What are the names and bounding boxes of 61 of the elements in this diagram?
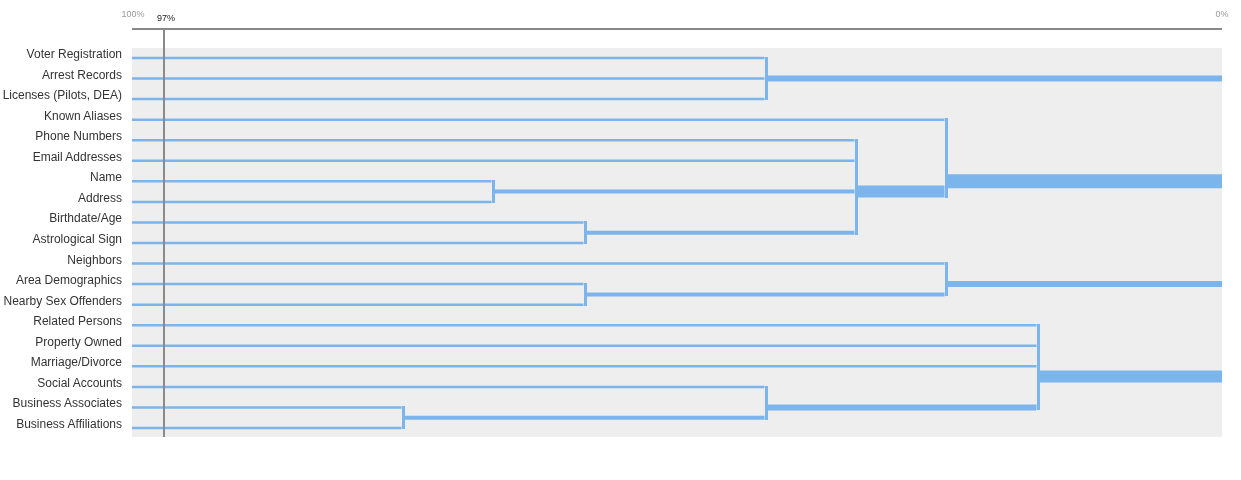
tree-branch xyxy=(947,174,1222,189)
tree-branch xyxy=(132,344,1037,348)
leaf-label: Licenses (Pilots, DEA) xyxy=(2,88,132,103)
tree-branch xyxy=(767,75,1222,82)
tree-branch xyxy=(586,292,945,297)
tree-branch xyxy=(767,404,1037,411)
leaf-label: Name xyxy=(90,170,132,185)
tree-branch xyxy=(132,97,765,101)
leaf-label: Nearby Sex Offenders xyxy=(3,293,132,308)
axis-label: 0% xyxy=(1215,9,1229,20)
tree-branch xyxy=(132,303,584,306)
junction-bar xyxy=(491,180,495,204)
leaf-label: Email Addresses xyxy=(32,149,132,164)
tree-branch xyxy=(1039,370,1222,383)
tree-branch xyxy=(132,365,1037,368)
leaf-label: Property Owned xyxy=(35,334,132,349)
leaf-label: Social Accounts xyxy=(37,375,132,390)
leaf-label: Address xyxy=(77,190,132,205)
junction-bar xyxy=(764,385,768,420)
tree-branch xyxy=(132,180,492,183)
tree-branch xyxy=(947,281,1222,288)
tree-branch xyxy=(132,56,765,60)
tree-branch xyxy=(132,118,945,121)
leaf-label: Arrest Records xyxy=(41,67,132,82)
junction-bar xyxy=(854,138,858,235)
tree-branch xyxy=(132,138,855,142)
tree-branch xyxy=(132,200,492,204)
axis-label: 100% xyxy=(121,9,145,20)
leaf-label: Area Demographics xyxy=(15,273,132,288)
leaf-label: Business Affiliations xyxy=(16,417,132,431)
leaf-label: Voter Registration xyxy=(26,47,132,61)
tree-branch xyxy=(586,230,855,235)
tree-branch xyxy=(132,221,584,224)
tree-branch xyxy=(132,159,855,163)
tree-branch xyxy=(132,241,584,245)
junction-bar xyxy=(583,282,587,306)
tree-branch xyxy=(857,185,945,198)
tree-branch xyxy=(132,323,1037,327)
leaf-label: Neighbors xyxy=(67,252,132,267)
tree-branch xyxy=(132,426,402,430)
leaf-label: Birthdate/Age xyxy=(49,211,132,226)
leaf-label: Related Persons xyxy=(33,314,132,329)
leaf-label: Business Associates xyxy=(12,396,132,411)
junction-bar xyxy=(1036,323,1040,411)
tree-branch xyxy=(404,415,765,420)
tree-branch xyxy=(132,406,402,409)
junction-bar xyxy=(401,406,405,430)
tree-branch xyxy=(132,262,945,265)
tree-branch xyxy=(494,189,855,194)
tree-branch xyxy=(132,77,765,80)
leaf-label: Marriage/Divorce xyxy=(30,355,132,370)
junction-bar xyxy=(944,118,948,198)
tree-branch xyxy=(132,282,584,286)
tree-branch xyxy=(132,385,765,389)
leaf-label: Astrological Sign xyxy=(32,232,132,246)
leaf-label: Phone Numbers xyxy=(35,129,132,144)
axis-label: 97% xyxy=(157,13,175,24)
junction-bar xyxy=(944,262,948,297)
junction-bar xyxy=(764,56,768,101)
leaf-label: Known Aliases xyxy=(43,108,132,123)
junction-bar xyxy=(583,221,587,245)
